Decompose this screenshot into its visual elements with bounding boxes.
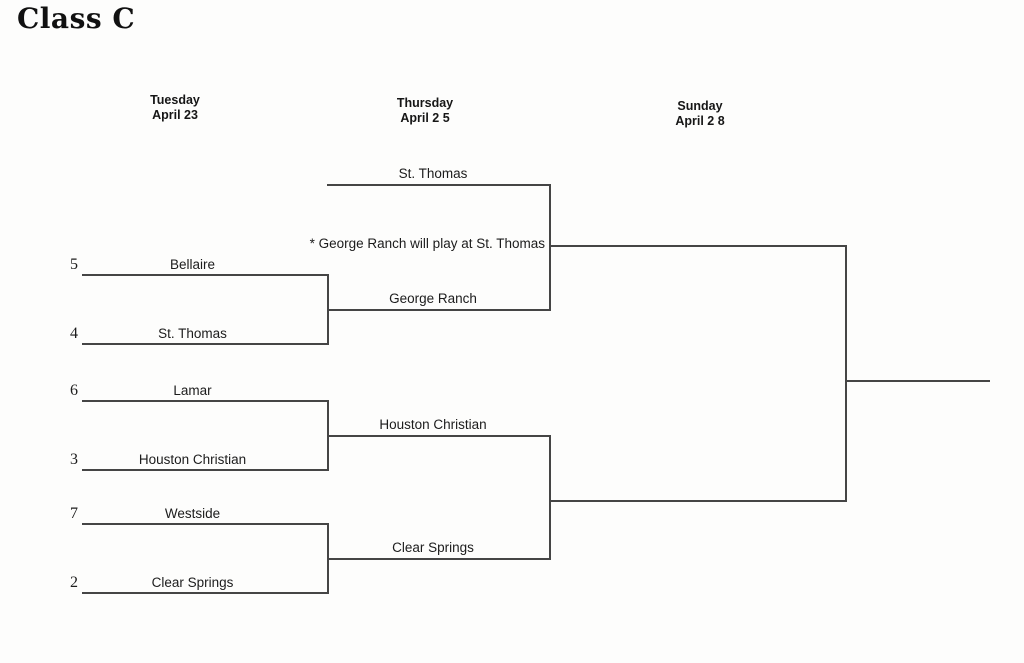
team-label-clear-springs-r1: Clear Springs <box>151 575 234 590</box>
sf1-bottom-line <box>327 309 549 311</box>
r1-match3-bottom-line <box>82 592 327 594</box>
venue-note: * George Ranch will play at St. Thomas <box>309 236 545 251</box>
seed-label-bellaire: 5 <box>70 256 78 273</box>
round-day: Thursday <box>396 96 454 110</box>
sf1-connector <box>549 184 551 311</box>
round-header-sunday: Sunday April 2 8 <box>650 99 750 129</box>
round-day: Tuesday <box>150 93 200 107</box>
seed-label-westside: 7 <box>70 505 78 522</box>
team-label-george-ranch-sf: George Ranch <box>389 291 477 306</box>
seed-label-lamar: 6 <box>70 382 78 399</box>
champion-line <box>845 380 990 382</box>
sf1-top-line <box>327 184 549 186</box>
r1-match1-top-line <box>82 274 327 276</box>
round-day: Sunday <box>677 99 723 113</box>
r1-match1-bottom-line <box>82 343 327 345</box>
team-label-st-thomas-sf: St. Thomas <box>398 166 468 181</box>
sf2-connector <box>549 435 551 560</box>
round-date: April 23 <box>152 108 198 122</box>
sf2-bottom-line <box>327 558 549 560</box>
team-label-clear-springs-sf: Clear Springs <box>392 540 474 555</box>
round-date: April 2 5 <box>400 111 450 125</box>
page-title: Class C <box>17 2 136 35</box>
seed-label-clear-springs: 2 <box>70 574 78 591</box>
final-top-line <box>549 245 845 247</box>
round-date: April 2 8 <box>675 114 725 128</box>
team-label-westside: Westside <box>164 506 221 521</box>
final-connector <box>845 245 847 502</box>
round-header-tuesday: Tuesday April 23 <box>125 93 225 123</box>
round-header-thursday: Thursday April 2 5 <box>375 96 475 126</box>
seed-label-houston-christian: 3 <box>70 451 78 468</box>
team-label-houston-christian-r1: Houston Christian <box>138 452 247 467</box>
seed-label-st-thomas: 4 <box>70 325 78 342</box>
sf2-top-line <box>327 435 549 437</box>
r1-match2-top-line <box>82 400 327 402</box>
team-label-bellaire: Bellaire <box>169 257 216 272</box>
team-label-houston-christian-sf: Houston Christian <box>379 417 487 432</box>
final-bottom-line <box>549 500 845 502</box>
team-label-lamar: Lamar <box>173 383 212 398</box>
r1-match2-bottom-line <box>82 469 327 471</box>
r1-match3-top-line <box>82 523 327 525</box>
team-label-st-thomas-r1: St. Thomas <box>158 326 227 341</box>
